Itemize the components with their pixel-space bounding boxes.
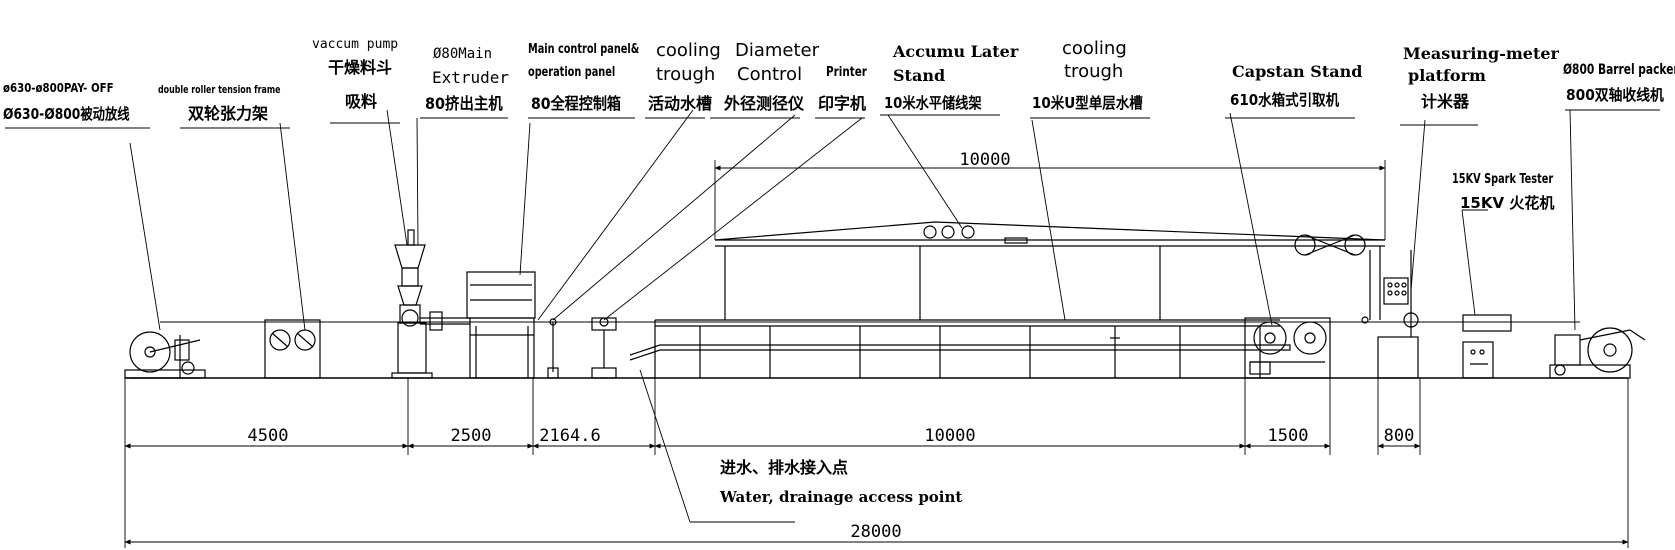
capstan-label-cn: 610水箱式引取机 [1230, 91, 1340, 109]
extruder-label-en1: Ø80Main [433, 46, 493, 62]
water-trough [629, 319, 1291, 378]
cooling2-label-en2: trough [1064, 61, 1124, 82]
printer-label-cn: 印字机 [818, 94, 867, 113]
vacuum-label-en: vaccum pump [312, 37, 399, 52]
dim-6: 800 [1383, 426, 1415, 446]
dim-3: 2164.6 [539, 426, 601, 446]
spark-tester [1462, 314, 1512, 379]
extruder [391, 229, 470, 379]
tension-label-cn: 双轮张力架 [188, 104, 269, 123]
tension-label-en: double roller tension frame [158, 83, 281, 96]
accum-label-en2: Stand [893, 66, 946, 85]
diameter-gauge [547, 318, 559, 379]
diameter-label-en2: Control [737, 64, 803, 85]
accum-label-cn: 10米水平储线架 [884, 94, 982, 112]
diameter-label-cn: 外径测径仪 [724, 94, 805, 113]
cooling1-label-en1: cooling [656, 40, 721, 61]
spark-label-cn: 15KV 火花机 [1460, 194, 1555, 212]
water-label-en: Water, drainage access point [720, 488, 963, 506]
extruder-label-cn: 80挤出主机 [425, 94, 503, 113]
tension-frame [264, 319, 321, 379]
control-panel [466, 271, 536, 379]
capstan-label-en: Capstan Stand [1232, 62, 1363, 81]
control-label-cn: 80全程控制箱 [531, 94, 622, 113]
accum-label-en1: Accumu Later [893, 42, 1019, 61]
dim-1: 4500 [247, 426, 289, 446]
capstan [1244, 317, 1331, 379]
cooling1-label-en2: trough [656, 64, 716, 85]
meter-label-cn: 计米器 [1421, 92, 1470, 111]
dim-total: 28000 [850, 522, 902, 542]
control-label-en1: Main control panel& [528, 42, 640, 57]
control-label-en2: operation panel [528, 65, 616, 80]
cooling2-label-cn: 10米U型单层水槽 [1032, 94, 1143, 112]
payoff-machine [124, 331, 206, 379]
spark-label-en: 15KV Spark Tester [1452, 172, 1554, 187]
printer-label-en: Printer [826, 65, 867, 80]
diameter-label-en1: Diameter [735, 40, 820, 61]
payoff-label-en: ø630-ø800PAY- OFF [3, 81, 114, 95]
packer-machine [1549, 327, 1646, 379]
vacuum-label-cn1: 干燥料斗 [328, 58, 393, 77]
cooling1-label-cn: 活动水槽 [648, 94, 713, 113]
vacuum-label-cn2: 吸料 [345, 92, 378, 111]
printer-machine [591, 317, 617, 379]
water-label-cn: 进水、排水接入点 [720, 458, 849, 477]
meter-label-en1: Measuring-meter [1403, 44, 1559, 63]
dimension-lines [124, 160, 1629, 548]
extruder-label-en2: Extruder [432, 68, 510, 87]
packer-label-cn: 800双轴收线机 [1566, 86, 1664, 104]
dim-2: 2500 [450, 426, 492, 446]
payoff-label-cn: Ø630-Ø800被动放线 [3, 105, 130, 123]
dim-4: 10000 [924, 426, 976, 446]
packer-label-en: Ø800 Barrel packer [1563, 62, 1675, 78]
dim-top: 10000 [959, 150, 1011, 170]
accumulator-stand [714, 221, 1386, 320]
meter-platform [1361, 250, 1419, 379]
meter-label-en2: platform [1408, 66, 1486, 85]
leader-lines [5, 109, 1660, 523]
dim-5: 1500 [1267, 426, 1309, 446]
cooling2-label-en1: cooling [1062, 38, 1127, 59]
